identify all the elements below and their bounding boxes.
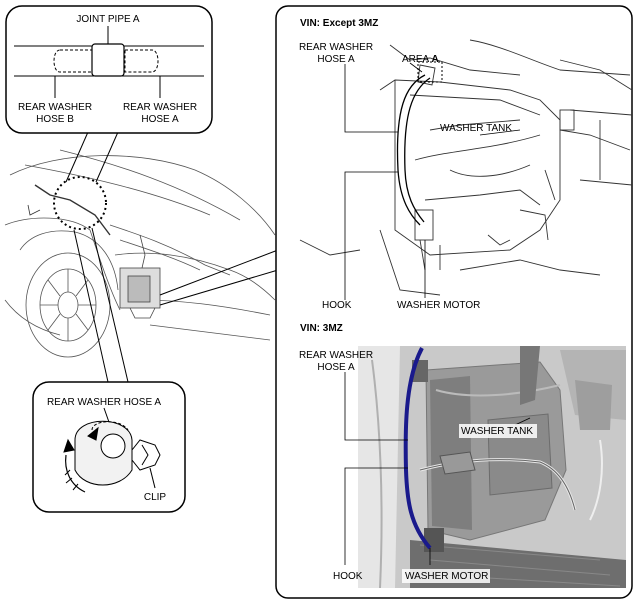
except-3mz-hose-label-line1: REAR WASHER [299,42,373,53]
3mz-washer-motor-label: WASHER MOTOR [405,571,488,582]
3mz-washer-tank-label-bg [459,424,537,438]
vin-3mz-title: VIN: 3MZ [300,323,343,334]
except-3mz-washer-motor-label: WASHER MOTOR [397,300,480,311]
area-a-label: AREA A [402,54,439,65]
rear-washer-hose-b-label-line2: HOSE B [36,114,74,125]
area-a-highlight-circle [53,176,107,230]
except-3mz-washer-tank-label: WASHER TANK [440,123,512,134]
car-front-illustration [4,149,276,358]
except-3mz-leaders [344,62,521,300]
3mz-hose-label-line2: HOSE A [317,362,355,373]
clip-drawing [63,407,161,493]
except-3mz-hook-label: HOOK [322,300,352,311]
vin-except-3mz-title: VIN: Except 3MZ [300,18,378,29]
joint-pipe-a [91,43,125,77]
3mz-washer-motor-label-bg [402,569,490,583]
3mz-washer-tank-label: WASHER TANK [461,426,533,437]
hose-a-line-except-3mz [396,74,431,226]
rear-washer-hose-b-label-line1: REAR WASHER [18,102,92,113]
joint-pipe-a-label: JOINT PIPE A [76,14,139,25]
3mz-hook-label: HOOK [333,571,363,582]
rear-washer-hose-a-label-line1: REAR WASHER [123,102,197,113]
callout-lines [65,131,279,383]
3mz-leaders [344,372,531,565]
rear-washer-hose-a-label-line2: HOSE A [141,114,179,125]
joint-pipe-drawing [14,26,204,98]
area-a-box [417,61,443,83]
clip-label: CLIP [144,492,167,503]
3mz-hose-label-line1: REAR WASHER [299,350,373,361]
clip-inset-hose-label: REAR WASHER HOSE A [47,397,161,408]
rear-washer-hose-a-highlight [403,347,432,550]
washer-tank-line-drawing [299,39,633,296]
except-3mz-hose-label-line2: HOSE A [317,54,355,65]
washer-tank-photo-3mz [358,346,626,589]
